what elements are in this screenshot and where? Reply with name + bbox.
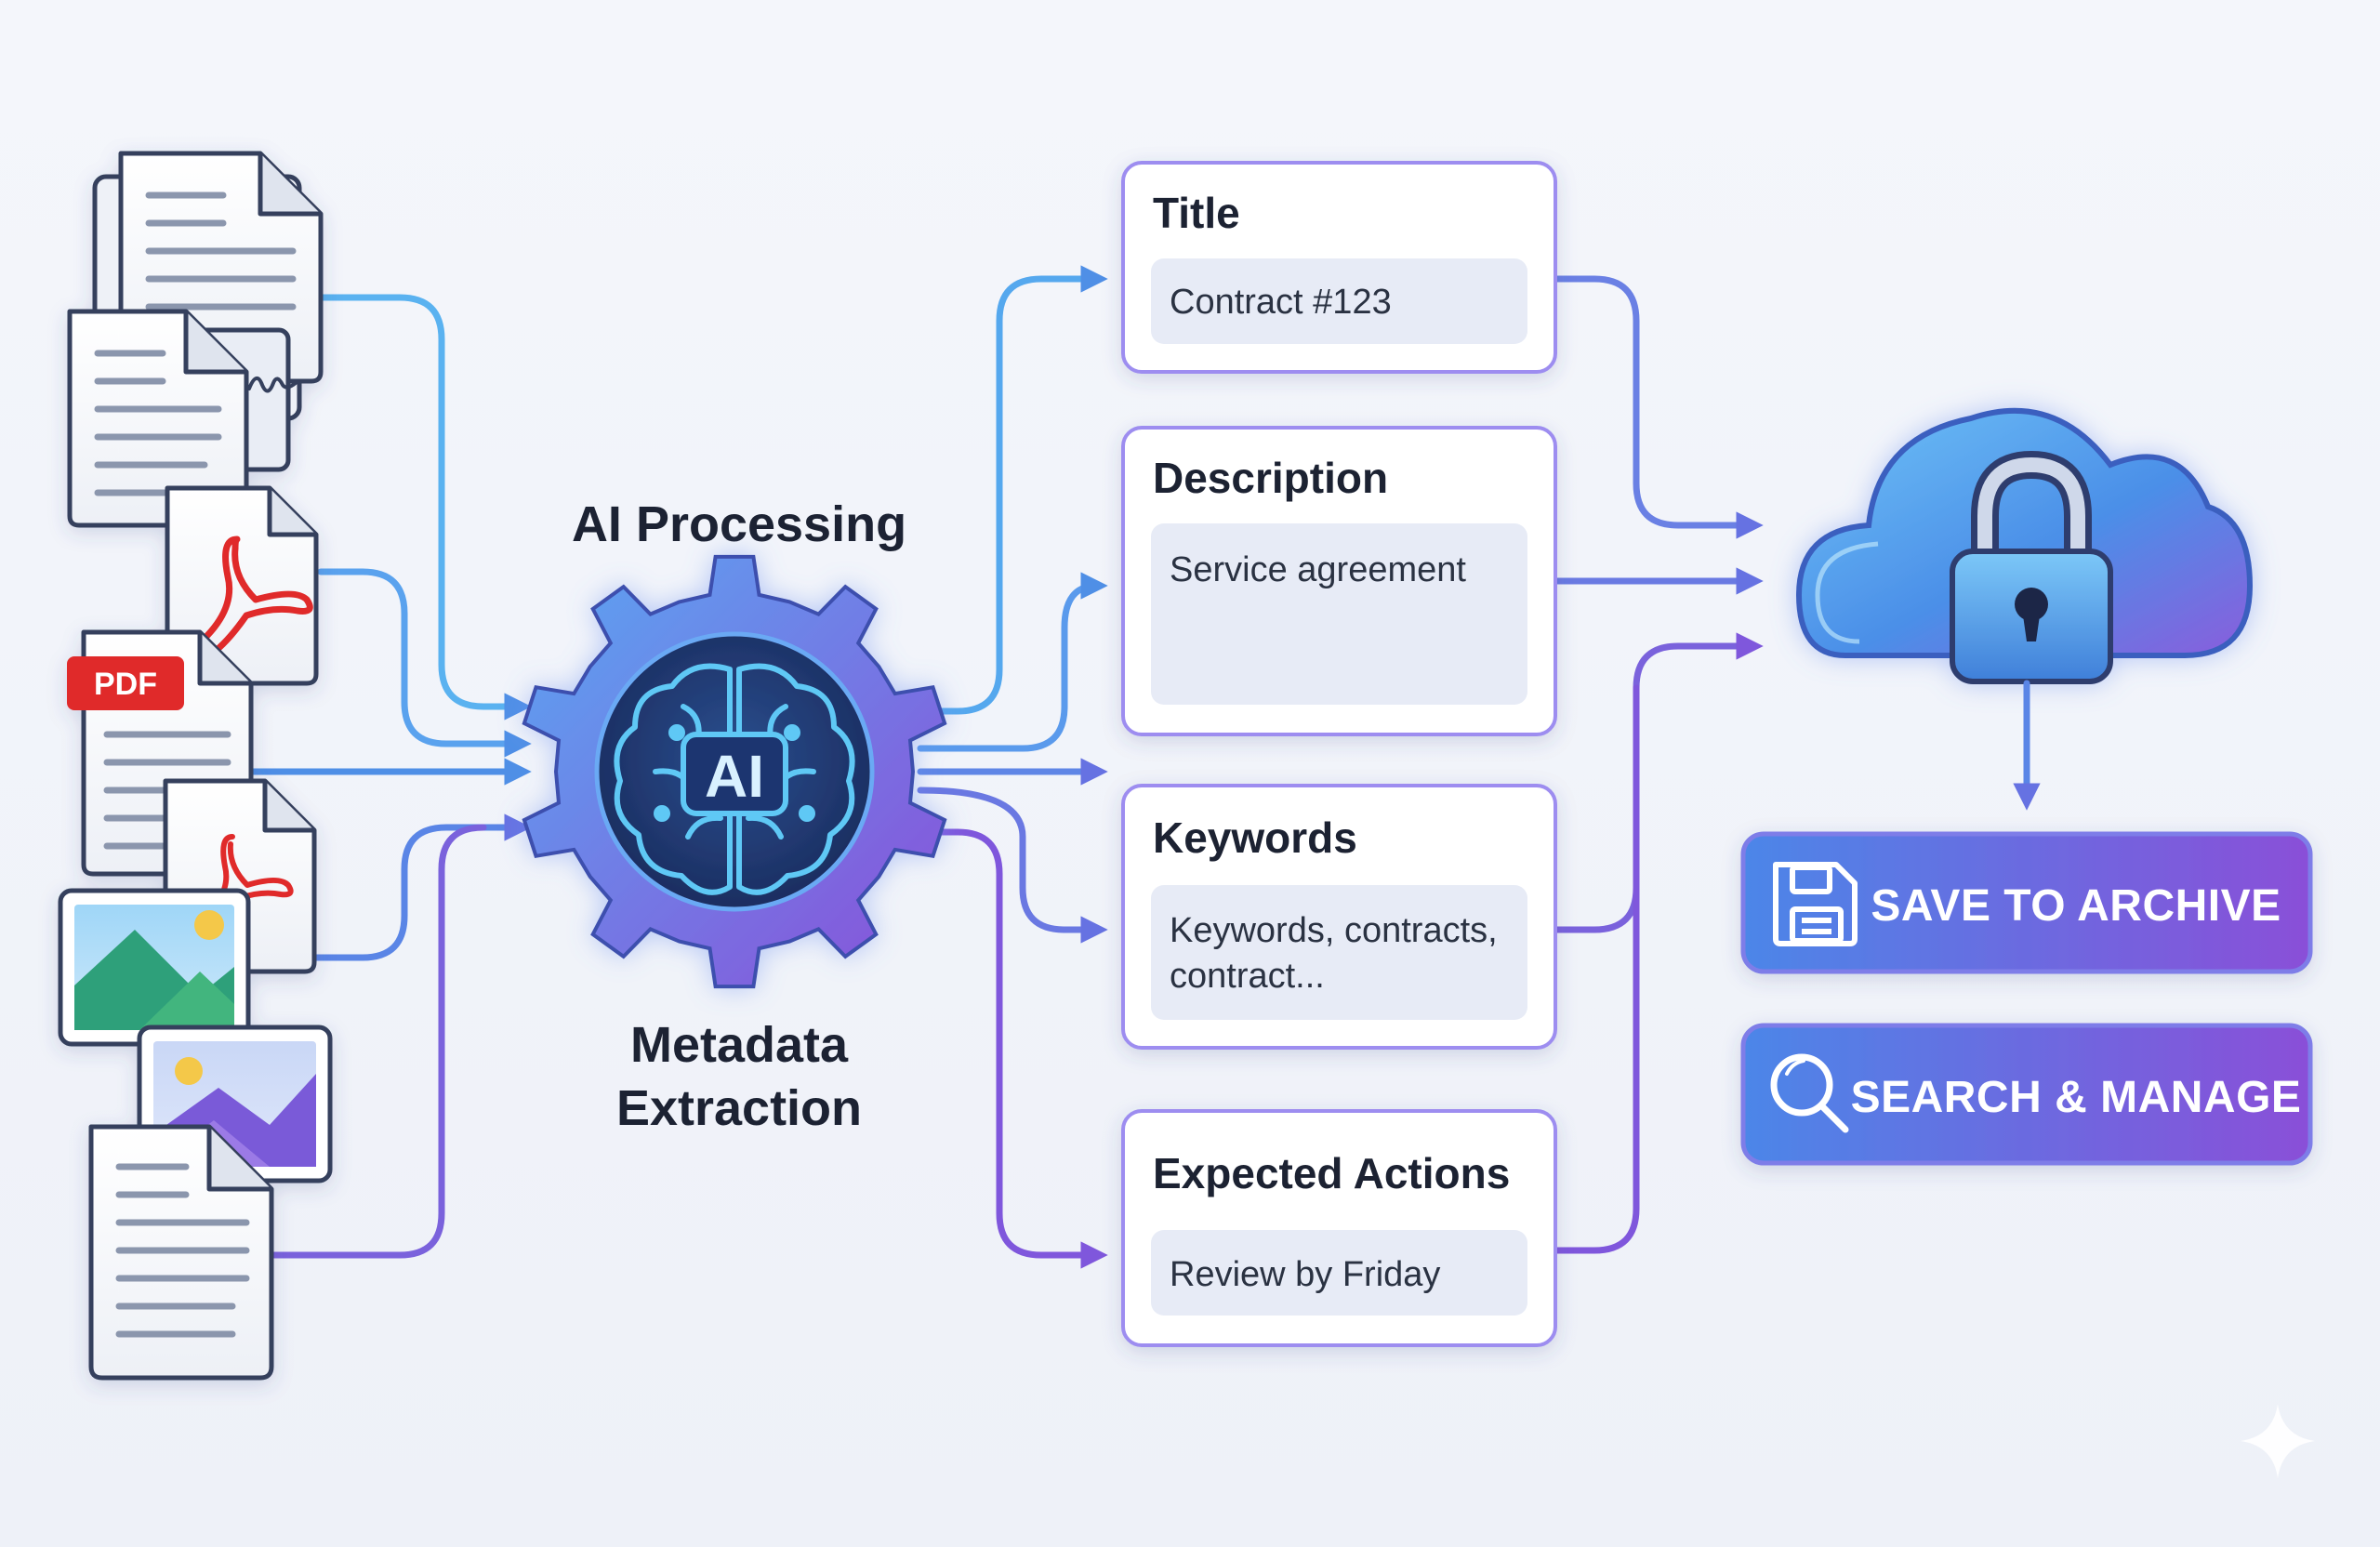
floppy-disk-icon	[1773, 862, 1858, 946]
search-and-manage-button[interactable]: SEARCH & MANAGE	[1740, 1023, 2313, 1166]
sparkle-icon	[2241, 1404, 2315, 1478]
document-icon-front	[88, 1124, 274, 1381]
field-actions-value-box	[1151, 1230, 1527, 1316]
field-keywords-value-line1: Keywords, contracts,	[1170, 911, 1498, 950]
connector-actions	[884, 828, 1108, 1269]
pdf-badge-label: PDF	[94, 667, 157, 702]
connector-description	[917, 572, 1108, 752]
save-to-archive-button[interactable]: SAVE TO ARCHIVE	[1740, 831, 2313, 974]
processing-heading: AI Processing	[572, 496, 906, 552]
field-keywords-label: Keywords	[1153, 813, 1357, 862]
field-actions-label: Expected Actions	[1153, 1149, 1510, 1197]
processing-caption-line1: Metadata	[630, 1017, 849, 1073]
connector-keywords-cloud	[1554, 632, 1764, 933]
connector-title	[884, 265, 1108, 715]
cloud-lock-icon	[1795, 407, 2254, 684]
save-to-archive-label: SAVE TO ARCHIVE	[1871, 881, 2281, 931]
signed-document-icon	[67, 309, 298, 528]
pdf-badge	[67, 656, 184, 710]
field-actions-value: Review by Friday	[1170, 1255, 1440, 1294]
field-title-label: Title	[1153, 189, 1240, 237]
archive-connectors	[1554, 275, 1764, 1254]
field-title-value-box	[1151, 258, 1527, 344]
field-description-value: Service agreement	[1170, 550, 1466, 589]
metadata-fields: Title Contract #123 Description Service …	[1121, 161, 1557, 1347]
field-title-value: Contract #123	[1170, 283, 1392, 322]
connector-keywords	[917, 787, 1108, 944]
input-connectors	[247, 294, 532, 1259]
search-and-manage-label: SEARCH & MANAGE	[1851, 1073, 2302, 1122]
field-card-keywords: Keywords Keywords, contracts, contract..…	[1121, 784, 1557, 1050]
connector-doc4	[308, 813, 532, 961]
field-card-expected-actions: Expected Actions Review by Friday	[1121, 1109, 1557, 1347]
field-description-value-box	[1151, 523, 1527, 705]
field-keywords-value-box	[1151, 885, 1527, 1020]
connector-actions-cloud	[1554, 684, 1640, 1254]
output-connectors	[884, 265, 1108, 1269]
connector-title-cloud	[1554, 275, 1764, 539]
connector-doc5	[271, 824, 487, 1259]
magnifier-icon	[1770, 1053, 1849, 1133]
brain-gear-icon: AI	[522, 554, 947, 989]
connector-doc1	[317, 294, 532, 721]
gear-label: AI	[705, 743, 764, 810]
signature-mark	[247, 377, 298, 393]
field-card-description: Description Service agreement	[1121, 426, 1557, 736]
image-icon	[58, 888, 251, 1047]
document-stack: PDF	[58, 151, 333, 1381]
field-keywords-value-line2: contract...	[1170, 957, 1325, 996]
field-card-title: Title Contract #123	[1121, 161, 1557, 374]
processing-caption-line2: Extraction	[616, 1080, 862, 1136]
connector-doc2	[317, 568, 532, 758]
field-description-label: Description	[1153, 454, 1388, 502]
